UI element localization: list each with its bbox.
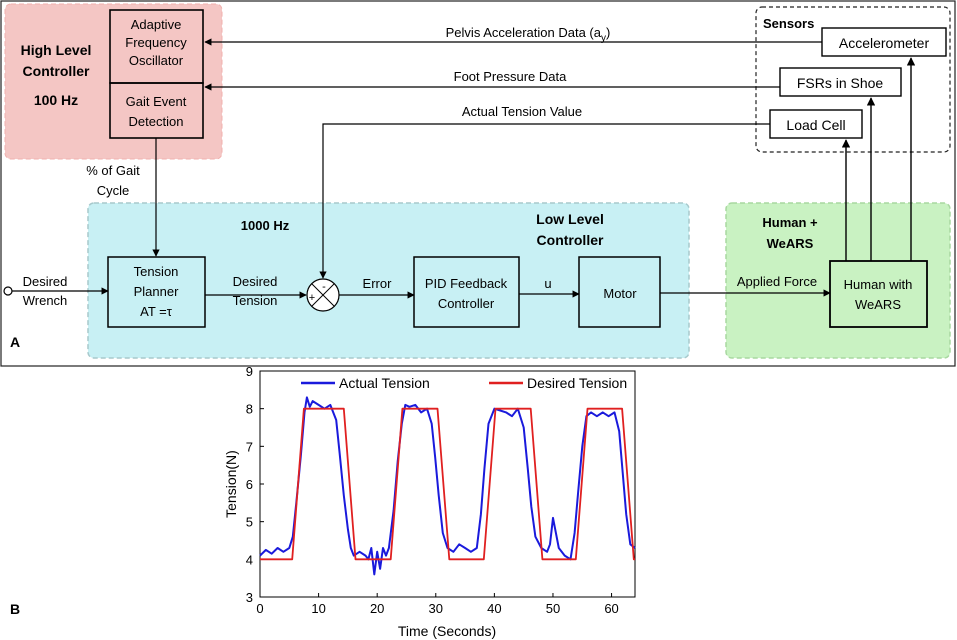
panel-a: High Level Controller 100 Hz Adaptive Fr… xyxy=(0,0,956,367)
x-axis-label: Time (Seconds) xyxy=(398,623,496,639)
oscillator-label-2: Frequency xyxy=(125,35,187,50)
human-region xyxy=(725,202,951,359)
x-tick-label: 60 xyxy=(604,601,618,616)
legend-label: Actual Tension xyxy=(339,375,430,391)
y-tick-label: 3 xyxy=(246,590,253,605)
x-tick-label: 20 xyxy=(370,601,384,616)
high-level-title-1: High Level xyxy=(21,42,92,58)
oscillator-label-1: Adaptive xyxy=(131,17,182,32)
minus-sign: - xyxy=(322,281,326,293)
legend-label: Desired Tension xyxy=(527,375,627,391)
desired-wrench-label-2: Wrench xyxy=(23,293,68,308)
accelerometer-label: Accelerometer xyxy=(839,35,930,51)
human-box-label-1: Human with xyxy=(844,277,913,292)
y-tick-label: 6 xyxy=(246,477,253,492)
desired-tension-label-1: Desired xyxy=(233,274,278,289)
human-box-label-2: WeARS xyxy=(855,297,901,312)
x-tick-label: 0 xyxy=(256,601,263,616)
low-level-title-1: Low Level xyxy=(536,211,604,227)
desired-wrench-label-1: Desired xyxy=(23,274,68,289)
high-level-title-2: Controller xyxy=(23,63,90,79)
desired-tension-label-2: Tension xyxy=(233,293,278,308)
planner-label-2: Planner xyxy=(134,284,179,299)
y-tick-label: 9 xyxy=(246,364,253,379)
load-cell-label: Load Cell xyxy=(786,117,845,133)
series-lines xyxy=(259,396,636,576)
x-tick-label: 50 xyxy=(546,601,560,616)
pid-label-1: PID Feedback xyxy=(425,276,508,291)
high-level-region xyxy=(4,3,223,160)
error-label: Error xyxy=(363,276,393,291)
sensors-region xyxy=(755,6,951,153)
pid-label-2: Controller xyxy=(438,296,495,311)
pelvis-label: Pelvis Acceleration Data (ay) xyxy=(446,25,611,44)
y-tick-label: 5 xyxy=(246,515,253,530)
planner-label-3: AT =τ xyxy=(140,304,173,319)
axis-ticks: 0 10 20 30 40 50 60 3 4 5 6 7 8 9 xyxy=(246,364,619,616)
oscillator-label-3: Oscillator xyxy=(129,53,184,68)
high-level-rate: 100 Hz xyxy=(34,92,78,108)
actual-tension-label: Actual Tension Value xyxy=(462,104,582,119)
applied-force-label: Applied Force xyxy=(737,274,817,289)
gait-event-label-2: Detection xyxy=(129,114,184,129)
sensors-title: Sensors xyxy=(763,16,814,31)
y-tick-label: 4 xyxy=(246,552,253,567)
y-axis-label: Tension(N) xyxy=(223,450,239,518)
actual-tension-arrow xyxy=(319,123,770,279)
summing-junction: + - xyxy=(306,278,340,312)
low-level-title-2: Controller xyxy=(537,232,604,248)
foot-pressure-label: Foot Pressure Data xyxy=(454,69,567,84)
fsr-box xyxy=(779,67,902,97)
motor-label: Motor xyxy=(603,286,637,301)
accelerometer-box xyxy=(821,27,947,57)
legend: Actual Tension Desired Tension xyxy=(301,375,627,391)
series-line-actual-tension xyxy=(259,396,636,576)
gait-cycle-label-1: % of Gait xyxy=(86,163,140,178)
tension-chart: 0 10 20 30 40 50 60 3 4 5 6 7 8 9 Actual Tension Desir… xyxy=(223,364,636,639)
tension-planner-box xyxy=(107,256,206,328)
y-tick-label: 8 xyxy=(246,402,253,417)
human-title-2: WeARS xyxy=(767,236,814,251)
human-title-1: Human + xyxy=(762,215,818,230)
motor-box xyxy=(578,256,661,328)
u-label: u xyxy=(544,276,551,291)
x-tick-label: 10 xyxy=(311,601,325,616)
gait-event-label-1: Gait Event xyxy=(126,94,187,109)
pid-box xyxy=(413,256,520,328)
low-level-rate: 1000 Hz xyxy=(241,218,290,233)
panel-b-label: B xyxy=(10,601,20,617)
plus-sign: + xyxy=(309,292,315,304)
series-line-desired-tension xyxy=(260,407,635,561)
planner-label-1: Tension xyxy=(134,264,179,279)
y-tick-label: 7 xyxy=(246,439,253,454)
x-tick-label: 40 xyxy=(487,601,501,616)
human-box xyxy=(829,260,928,328)
low-level-region xyxy=(87,202,690,359)
fsr-label: FSRs in Shoe xyxy=(797,75,884,91)
input-node xyxy=(3,286,13,296)
panel-a-label: A xyxy=(10,334,20,350)
gait-cycle-label-2: Cycle xyxy=(97,183,130,198)
x-tick-label: 30 xyxy=(429,601,443,616)
